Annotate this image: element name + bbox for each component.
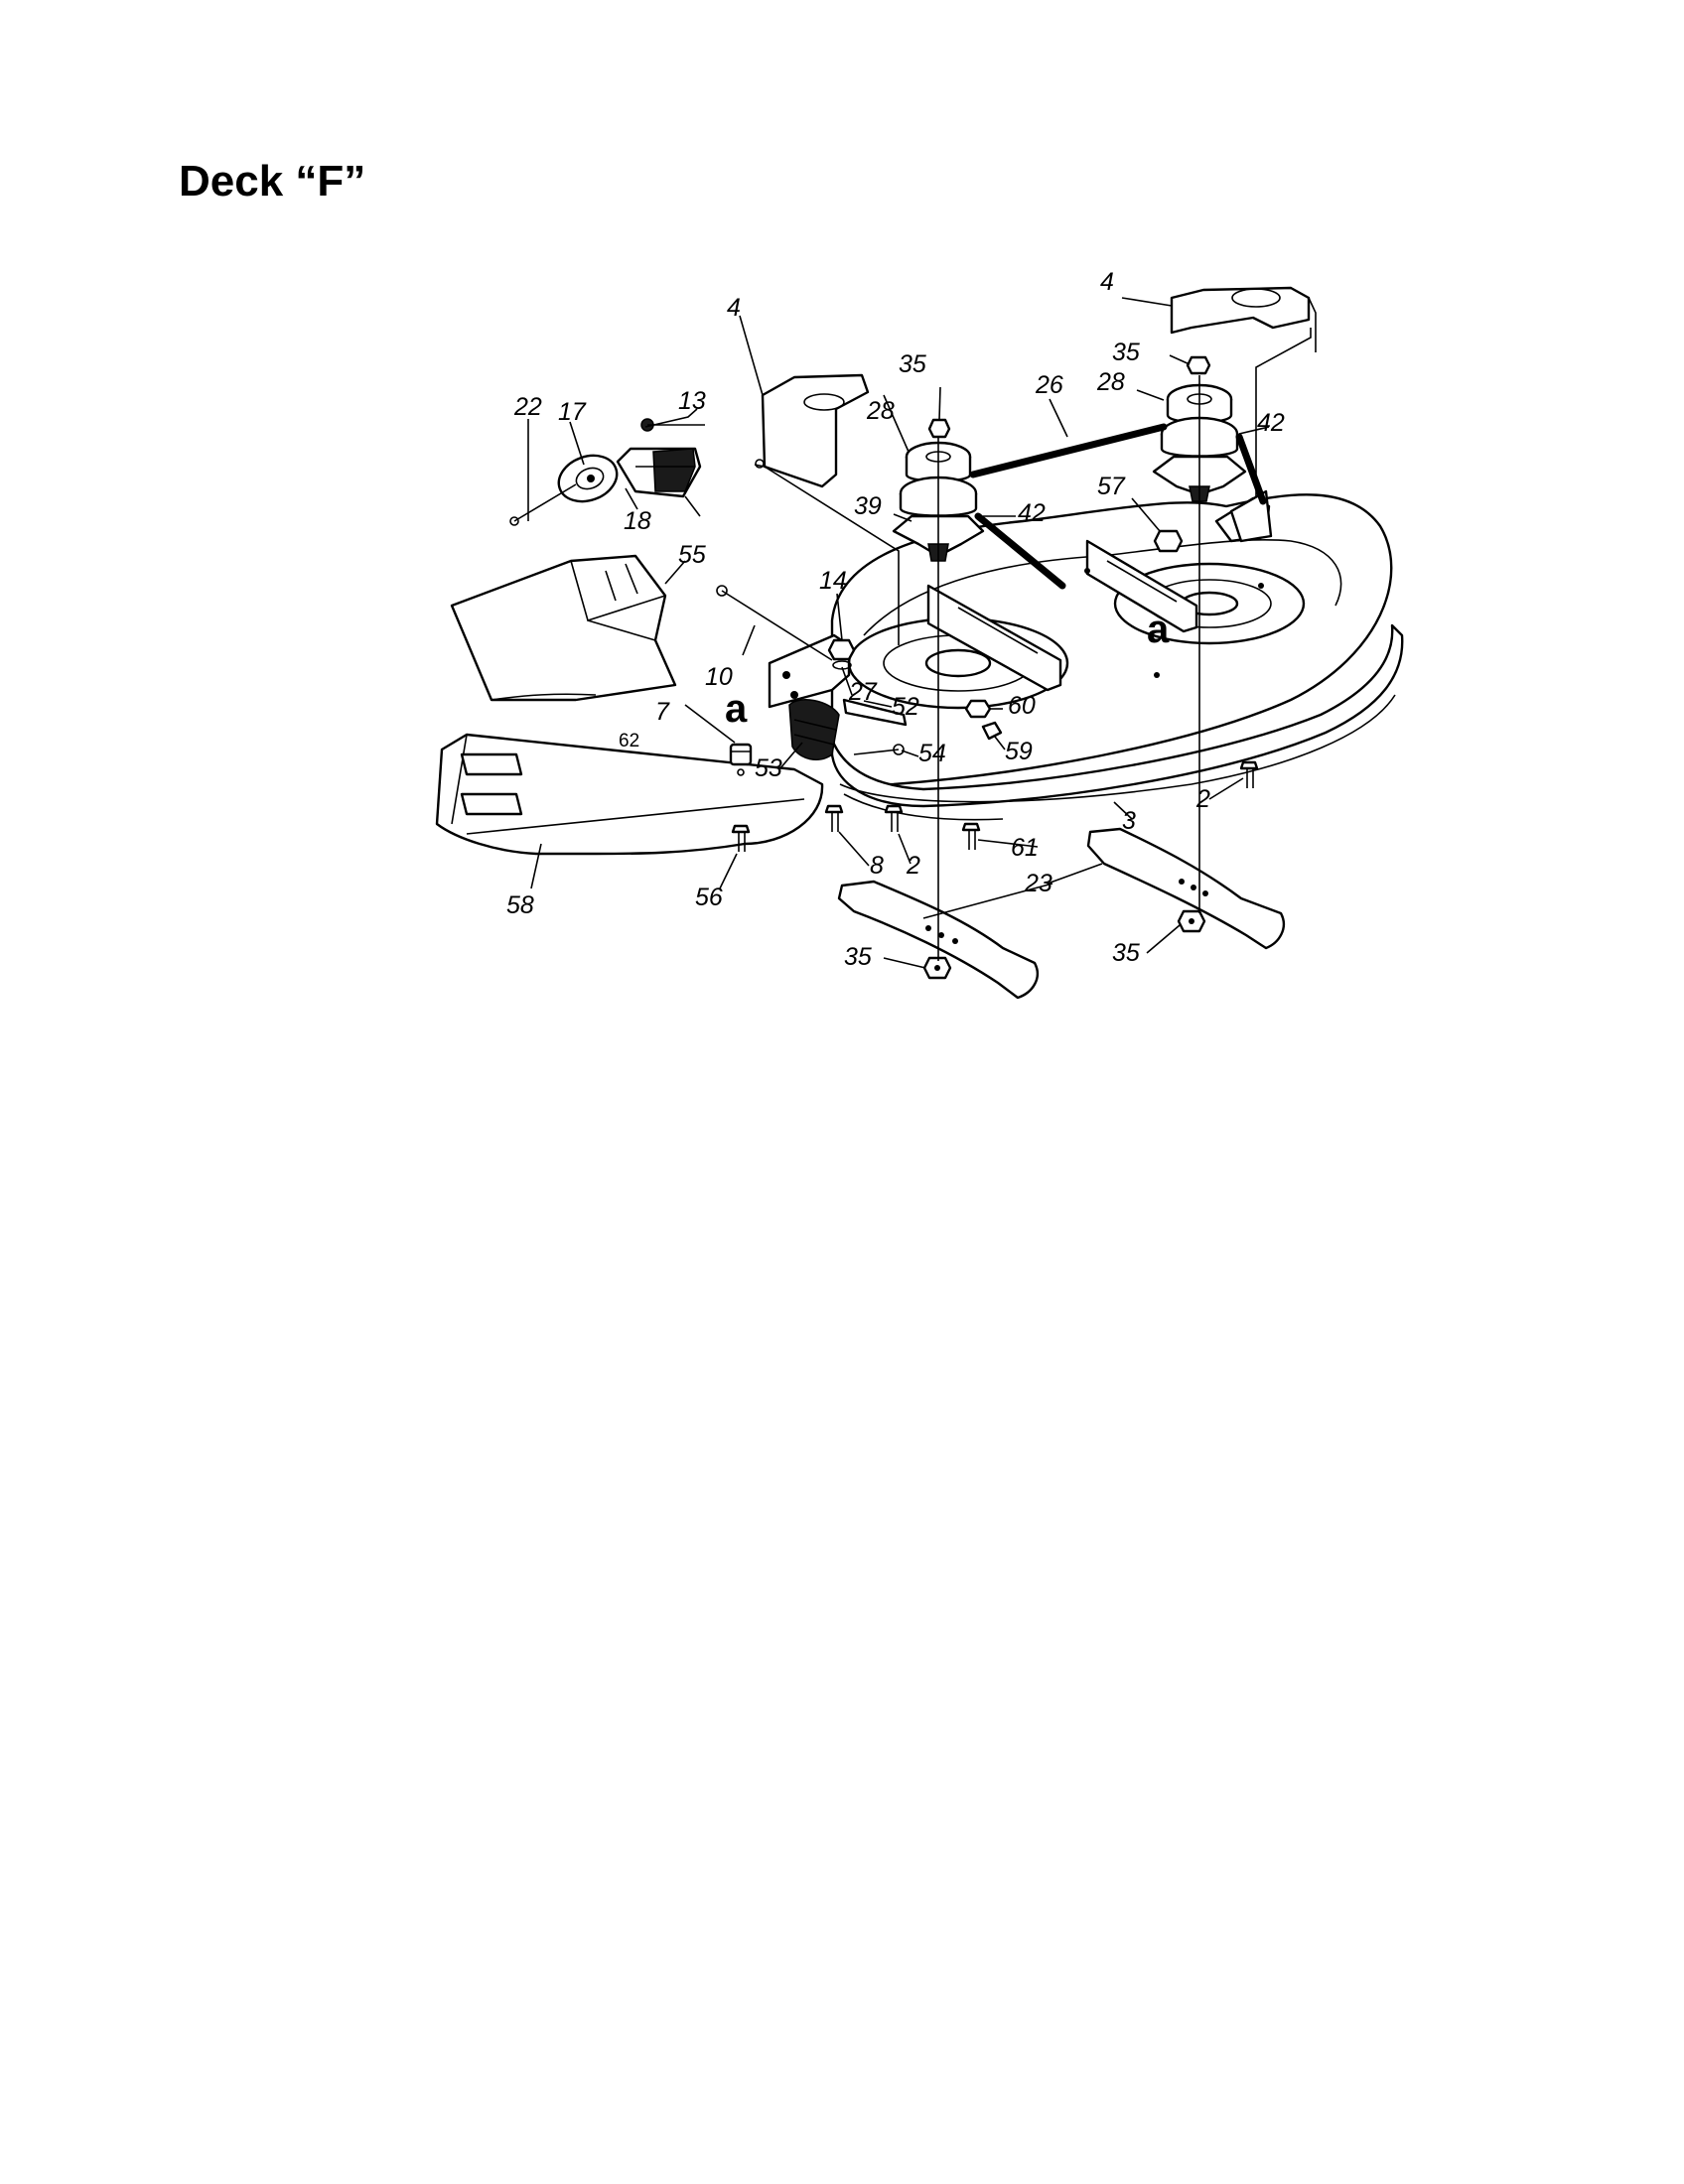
label-4-left: 4	[727, 294, 741, 322]
label-22: 22	[513, 393, 542, 421]
label-28-right: 28	[1096, 368, 1125, 396]
label-23: 23	[1024, 870, 1052, 897]
label-53: 53	[755, 754, 782, 782]
bolt-2-right	[1239, 760, 1259, 788]
spindle-nut-top-right	[1186, 355, 1211, 375]
label-35-bottom-left: 35	[844, 943, 872, 971]
blade-guard-bracket-left	[754, 373, 870, 488]
label-4-right: 4	[1100, 268, 1114, 296]
bolt-8	[824, 804, 844, 832]
blade-guard-bracket-right	[1170, 286, 1317, 352]
label-7: 7	[655, 698, 670, 726]
drive-belt	[969, 423, 1267, 590]
washer-59	[981, 721, 1003, 741]
label-55: 55	[678, 541, 706, 569]
label-2-right: 2	[1195, 785, 1210, 813]
diagram-title: Deck “F”	[179, 157, 366, 205]
label-13: 13	[678, 387, 706, 415]
label-52: 52	[892, 693, 919, 721]
bolt-2-left	[884, 804, 904, 832]
blade-nut-right	[1177, 909, 1206, 933]
bolt-56	[731, 824, 751, 852]
spindle-nut-top-left	[927, 418, 951, 439]
leader-lines	[527, 297, 1270, 969]
nut-57	[1153, 529, 1184, 553]
label-35-top-left: 35	[899, 350, 926, 378]
label-60: 60	[1008, 692, 1036, 720]
label-39: 39	[854, 492, 882, 520]
hex-nut-60	[964, 699, 992, 719]
assembly-axis-lines	[764, 328, 1312, 961]
idler-pulley-assembly	[509, 418, 705, 526]
label-58: 58	[506, 891, 534, 919]
label-14: 14	[819, 567, 847, 595]
label-35-top-right: 35	[1112, 339, 1140, 366]
label-28-left: 28	[866, 397, 895, 425]
spacer-7	[729, 743, 753, 776]
bolt-61	[961, 822, 981, 850]
label-59: 59	[1005, 738, 1033, 765]
label-56: 56	[695, 884, 723, 911]
label-54: 54	[918, 740, 946, 767]
label-57: 57	[1097, 473, 1126, 500]
label-27: 27	[848, 678, 878, 706]
label-a-left: a	[725, 687, 748, 731]
deflector-bracket	[716, 585, 908, 761]
blade-nut-left	[922, 956, 952, 980]
label-3: 3	[1122, 807, 1136, 835]
label-26: 26	[1035, 371, 1063, 399]
label-8: 8	[870, 852, 884, 880]
part-labels: 22 17 13 18 4 4 35 35 26 28 28 42 42 39 …	[506, 268, 1285, 971]
label-42-left: 42	[1018, 499, 1046, 527]
label-2-left: 2	[906, 852, 920, 880]
label-35-bottom-right: 35	[1112, 939, 1140, 967]
label-a-right: a	[1147, 608, 1170, 651]
label-17: 17	[558, 398, 587, 426]
mower-blade-right	[1086, 827, 1286, 950]
gauge-wheel-arm	[435, 733, 824, 856]
label-10: 10	[705, 663, 733, 691]
label-61: 61	[1011, 834, 1039, 862]
label-18: 18	[624, 507, 651, 535]
label-62: 62	[619, 731, 639, 751]
discharge-chute	[450, 554, 677, 702]
label-42-right: 42	[1257, 409, 1285, 437]
